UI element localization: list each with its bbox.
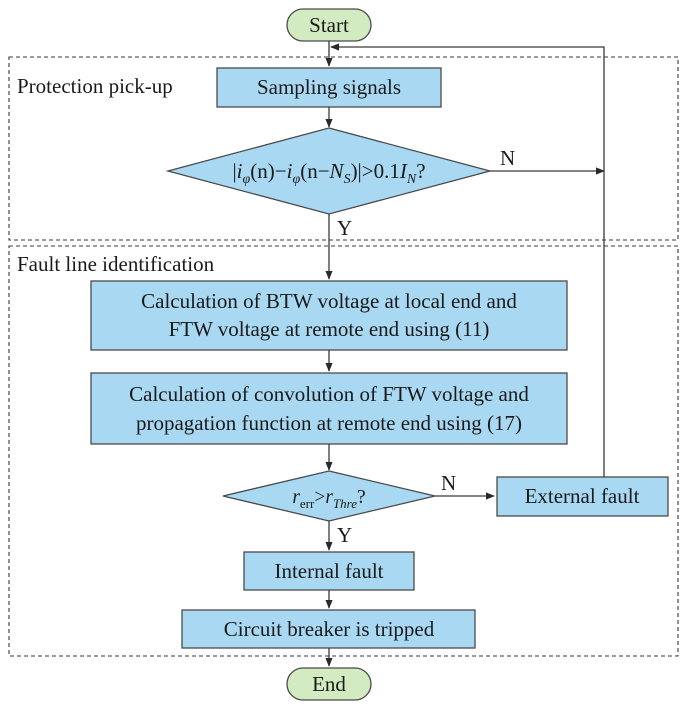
breaker-tripped-box (181, 609, 476, 649)
calc-convolution-line1: Calculation of convolution of FTW voltag… (129, 382, 529, 406)
decision-current-change-label: |iφ(n)−iφ(n−NS)|>0.1IN? (232, 159, 425, 187)
sampling-signals-box (216, 67, 442, 108)
internal-fault-label: Internal fault (274, 559, 383, 583)
branch-label-no-1: N (500, 146, 515, 170)
breaker-tripped-label: Circuit breaker is tripped (224, 617, 435, 641)
external-fault-label: External fault (525, 484, 640, 508)
decision-error-ratio-label: rerr>rThre? (292, 487, 365, 511)
branch-label-yes-1: Y (337, 216, 352, 240)
external-fault-box (496, 476, 669, 517)
region-identification-label: Fault line identification (17, 252, 215, 276)
branch-label-yes-2: Y (337, 523, 352, 547)
calc-btw-ftw-line1: Calculation of BTW voltage at local end … (141, 289, 517, 313)
end-label: End (312, 672, 346, 696)
connector-return-loop (330, 43, 605, 477)
region-pickup-label: Protection pick-up (17, 74, 173, 98)
calc-btw-ftw-line2: FTW voltage at remote end using (11) (169, 317, 490, 341)
start-label: Start (309, 13, 349, 37)
branch-label-no-2: N (441, 471, 456, 495)
region-fault-line-identification (8, 245, 679, 657)
calc-btw-ftw-box (90, 280, 568, 351)
region-protection-pickup (8, 56, 679, 241)
sampling-signals-label: Sampling signals (257, 75, 401, 99)
end-terminal (286, 667, 372, 701)
calc-convolution-line2: propagation function at remote end using… (136, 411, 522, 435)
